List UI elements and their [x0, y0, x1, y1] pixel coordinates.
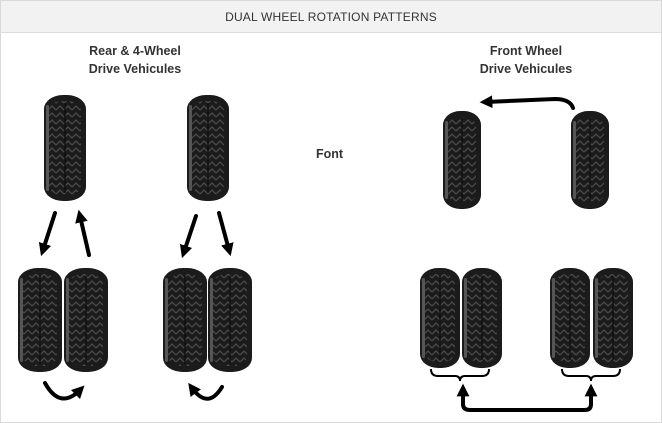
- tire-icon: [44, 95, 86, 201]
- rotation-arrow-down: [38, 211, 57, 257]
- brace-right-pair: [561, 368, 621, 382]
- tire-icon: [462, 268, 502, 368]
- tire-icon: [18, 268, 62, 372]
- tire-icon: [443, 111, 481, 209]
- center-label: Font: [316, 147, 344, 161]
- page-title: DUAL WHEEL ROTATION PATTERNS: [225, 10, 437, 24]
- front-section-title: Front Wheel Drive Vehicules: [451, 42, 601, 78]
- tire-icon: [163, 268, 207, 372]
- tire-icon: [420, 268, 460, 368]
- swap-arrow-left-pair: [43, 381, 85, 401]
- tire-icon: [593, 268, 633, 368]
- tire-icon: [64, 268, 108, 372]
- brace-left-pair: [430, 368, 490, 382]
- tire-icon: [571, 111, 609, 209]
- front-transfer-arrow: [479, 95, 575, 110]
- rotation-arrow-up: [179, 214, 198, 259]
- front-title-line1: Front Wheel: [489, 44, 563, 58]
- dual-transfer-arrow: [461, 390, 593, 412]
- rear-section-title: Rear & 4-Wheel Drive Vehicules: [60, 42, 210, 78]
- tire-icon: [208, 268, 252, 372]
- rear-title-line2: Drive Vehicules: [88, 62, 182, 76]
- tire-icon: [187, 95, 229, 201]
- rotation-arrow-down: [217, 211, 234, 257]
- swap-arrow-right-pair: [188, 382, 224, 401]
- tire-icon: [550, 268, 590, 368]
- front-title-line2: Drive Vehicules: [479, 62, 573, 76]
- rear-title-line1: Rear & 4-Wheel: [89, 44, 181, 58]
- rotation-arrow-up: [75, 209, 91, 257]
- header-bar: DUAL WHEEL ROTATION PATTERNS: [1, 1, 661, 33]
